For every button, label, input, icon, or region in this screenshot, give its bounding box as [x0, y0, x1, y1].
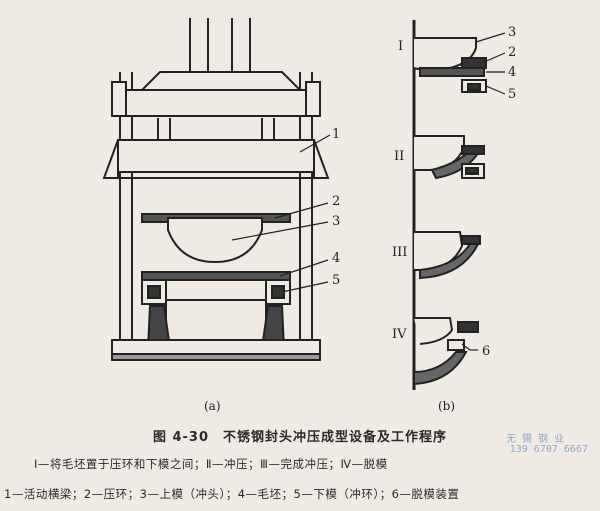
leader-lines-a — [231, 134, 331, 293]
blank — [141, 271, 291, 281]
stage-label-2: II — [394, 149, 404, 164]
press-crown — [111, 71, 321, 117]
press-base — [111, 339, 321, 361]
callout-b-4: 4 — [508, 65, 516, 80]
callout-4: 4 — [332, 251, 340, 266]
callout-3: 3 — [332, 214, 340, 229]
press-columns — [119, 18, 313, 355]
moving-crossbeam — [102, 139, 330, 179]
watermark-phone: 139 6707 6667 — [509, 444, 588, 455]
stage-label-1: I — [398, 39, 403, 54]
upper-die — [167, 217, 263, 264]
stage-3-drawing — [414, 231, 481, 280]
callout-b-2: 2 — [508, 45, 516, 60]
callout-2: 2 — [332, 194, 340, 209]
callout-1: 1 — [332, 127, 340, 142]
subfigure-b-label: (b) — [438, 399, 455, 413]
callout-b-5: 5 — [508, 87, 516, 102]
lower-die — [141, 279, 291, 349]
stage-label-3: III — [392, 245, 407, 260]
watermark-name: 无 锡 钢 业 — [505, 434, 564, 445]
caption-parts-legend: 1—活动横梁；2—压环；3—上模（冲头）；4—毛坯；5—下模（冲环）；6—脱模装… — [4, 487, 460, 501]
callout-b-6: 6 — [482, 344, 490, 359]
stage-4-drawing — [413, 317, 479, 386]
stage-2-drawing — [414, 135, 485, 180]
figure-caption-title: 图 4-30 不锈钢封头冲压成型设备及工作程序 — [152, 430, 448, 445]
callout-b-3: 3 — [508, 25, 516, 40]
stage-1-drawing — [413, 32, 506, 95]
subfigure-a-label: (a) — [204, 399, 221, 413]
caption-steps: Ⅰ—将毛坯置于压环和下模之间；Ⅱ—冲压；Ⅲ—完成冲压；Ⅳ—脱模 — [34, 457, 388, 471]
callout-5: 5 — [332, 273, 340, 288]
stage-label-4: IV — [392, 327, 407, 342]
